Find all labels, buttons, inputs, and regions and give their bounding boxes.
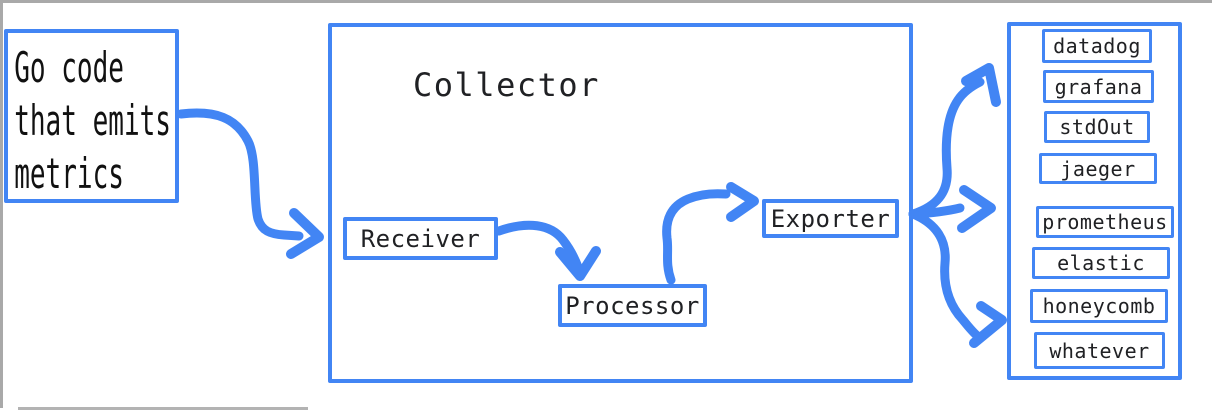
source-node-line: metrics [14,149,124,198]
sink-label: stdOut [1059,115,1135,139]
source-node-line: Go code [14,43,124,92]
sink-node-jaeger: jaeger [1039,153,1157,184]
sink-node-datadog: datadog [1042,29,1152,63]
sink-label: datadog [1053,34,1141,58]
sink-node-grafana: grafana [1043,70,1154,103]
sink-node-whatever: whatever [1034,332,1165,369]
window-edge-bottom [18,407,308,410]
sink-label: grafana [1054,74,1143,99]
receiver-node: Receiver [343,217,498,260]
sink-label: whatever [1049,338,1150,363]
exporter-label: Exporter [770,204,891,233]
sink-label: jaeger [1060,156,1136,181]
arrow-exporter-to-sinks-top [908,63,1001,219]
sink-node-stdout: stdOut [1044,111,1150,143]
arrow-exporter-to-sinks-middle [908,185,996,233]
sink-node-prometheus: prometheus [1036,206,1174,238]
source-node-line: that emits [14,96,171,145]
sink-node-honeycomb: honeycomb [1030,289,1168,323]
sink-label: elastic [1057,251,1145,275]
exporter-node: Exporter [762,199,899,238]
collector-title: Collector [413,66,600,104]
processor-label: Processor [565,291,700,320]
sink-node-elastic: elastic [1032,247,1170,279]
window-edge-top [0,0,1212,3]
source-node: Go code that emits metrics [4,29,179,203]
window-edge-left [0,0,3,408]
arrow-exporter-to-sinks-bottom [908,209,1007,348]
source-node-text: Go code that emits metrics [8,33,171,200]
sink-label: honeycomb [1042,294,1156,318]
sink-label: prometheus [1042,210,1168,234]
arrow-source-to-receiver [176,108,324,259]
processor-node: Processor [558,284,707,327]
receiver-label: Receiver [360,224,481,253]
